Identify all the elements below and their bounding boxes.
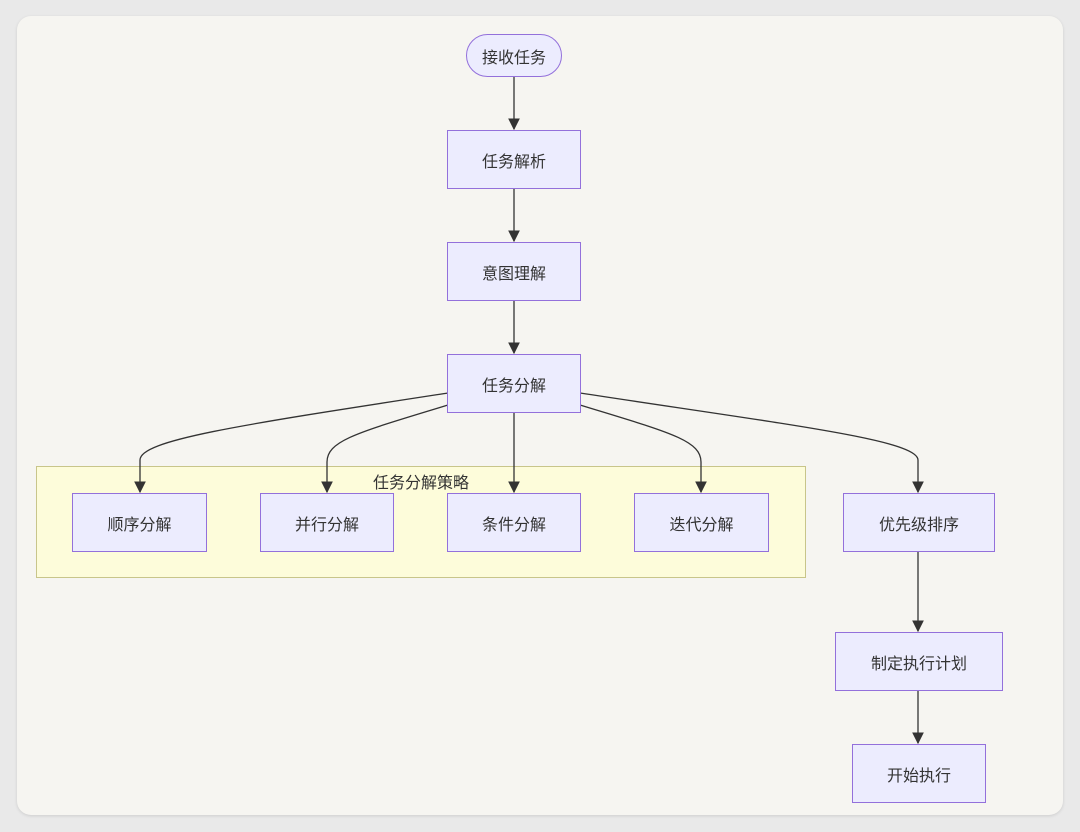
edge-decompose-priority [579,392,924,494]
node-conditional-decomposition: 条件分解 [447,493,581,552]
node-sequential-decomposition: 顺序分解 [72,493,207,552]
node-receive-task: 接收任务 [466,34,562,77]
node-make-execution-plan: 制定执行计划 [835,632,1003,691]
cluster-title: 任务分解策略 [372,473,469,492]
node-parallel-decomposition: 并行分解 [260,493,394,552]
edge-decompose-sequential [134,392,449,494]
edge-decompose-parallel [321,404,449,494]
node-task-decomposition: 任务分解 [447,354,581,413]
node-start-execution: 开始执行 [852,744,986,803]
edge-decompose-iterative [579,404,707,494]
node-priority-sorting: 优先级排序 [843,493,995,552]
node-task-parsing: 任务解析 [447,130,581,189]
node-iterative-decomposition: 迭代分解 [634,493,769,552]
node-intent-understanding: 意图理解 [447,242,581,301]
